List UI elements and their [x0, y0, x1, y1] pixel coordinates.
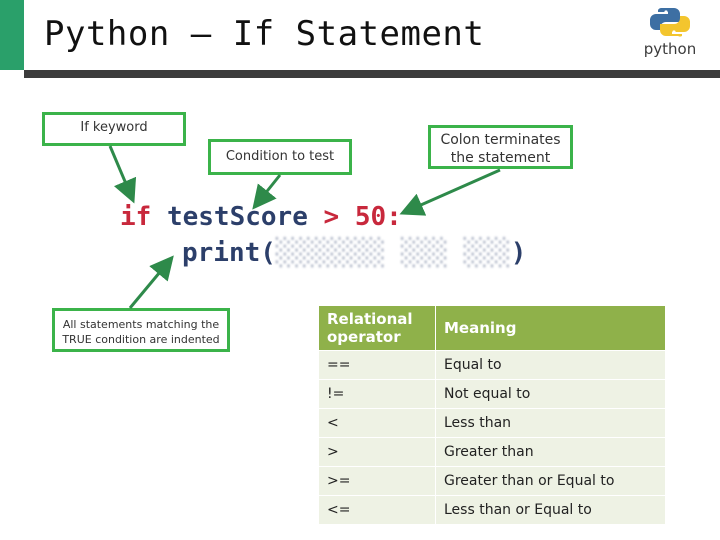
python-logo: python — [642, 4, 698, 62]
page-title: Python – If Statement — [44, 14, 485, 54]
meaning-cell: Greater than or Equal to — [435, 466, 666, 496]
code-colon: : — [386, 202, 402, 232]
code-line-print: print(░░░░░░░ ░░░ ░░░) — [182, 238, 526, 268]
operator-cell: >= — [318, 466, 436, 496]
code-number: 50 — [354, 202, 387, 232]
relational-operators-table: Relational operator Meaning ==Equal to !… — [318, 305, 666, 525]
operator-cell: == — [318, 350, 436, 380]
code-if-keyword: if — [120, 202, 152, 232]
operator-cell: <= — [318, 495, 436, 525]
callout-condition: Condition to test — [208, 139, 352, 175]
arrow-to-if — [108, 145, 137, 204]
meaning-cell: Less than or Equal to — [435, 495, 666, 525]
table-row: <Less than — [318, 408, 666, 438]
operator-cell: != — [318, 379, 436, 409]
python-logo-text: python — [643, 40, 697, 58]
operator-cell: > — [318, 437, 436, 467]
python-logo-icon — [650, 7, 690, 37]
table-header-row: Relational operator Meaning — [318, 305, 666, 351]
table-row: ==Equal to — [318, 350, 666, 380]
arrow-to-condition — [252, 174, 282, 210]
header-meaning: Meaning — [435, 305, 666, 351]
callout-indentation: All statements matching the TRUE conditi… — [52, 308, 230, 352]
meaning-cell: Less than — [435, 408, 666, 438]
table-row: >=Greater than or Equal to — [318, 466, 666, 496]
code-variable: testScore — [166, 202, 308, 232]
title-divider — [24, 70, 720, 78]
code-operator: > — [323, 202, 340, 232]
table-row: <=Less than or Equal to — [318, 495, 666, 525]
header-operator: Relational operator — [318, 305, 436, 351]
callout-colon: Colon terminates the statement — [428, 125, 573, 169]
code-line-if: if testScore > 50: — [120, 202, 402, 232]
operator-cell: < — [318, 408, 436, 438]
arrow-to-indent — [128, 255, 174, 309]
title-accent — [0, 0, 24, 70]
meaning-cell: Greater than — [435, 437, 666, 467]
code-blurred-string: ░░░░░░░ ░░░ ░░░ — [275, 238, 511, 268]
table-row: !=Not equal to — [318, 379, 666, 409]
callout-if-keyword: If keyword — [42, 112, 186, 146]
title-bar: Python – If Statement — [0, 0, 720, 78]
table-row: >Greater than — [318, 437, 666, 467]
code-print-call: print( — [182, 238, 276, 268]
meaning-cell: Equal to — [435, 350, 666, 380]
arrow-to-colon — [399, 168, 501, 216]
meaning-cell: Not equal to — [435, 379, 666, 409]
code-close-paren: ) — [510, 238, 527, 268]
